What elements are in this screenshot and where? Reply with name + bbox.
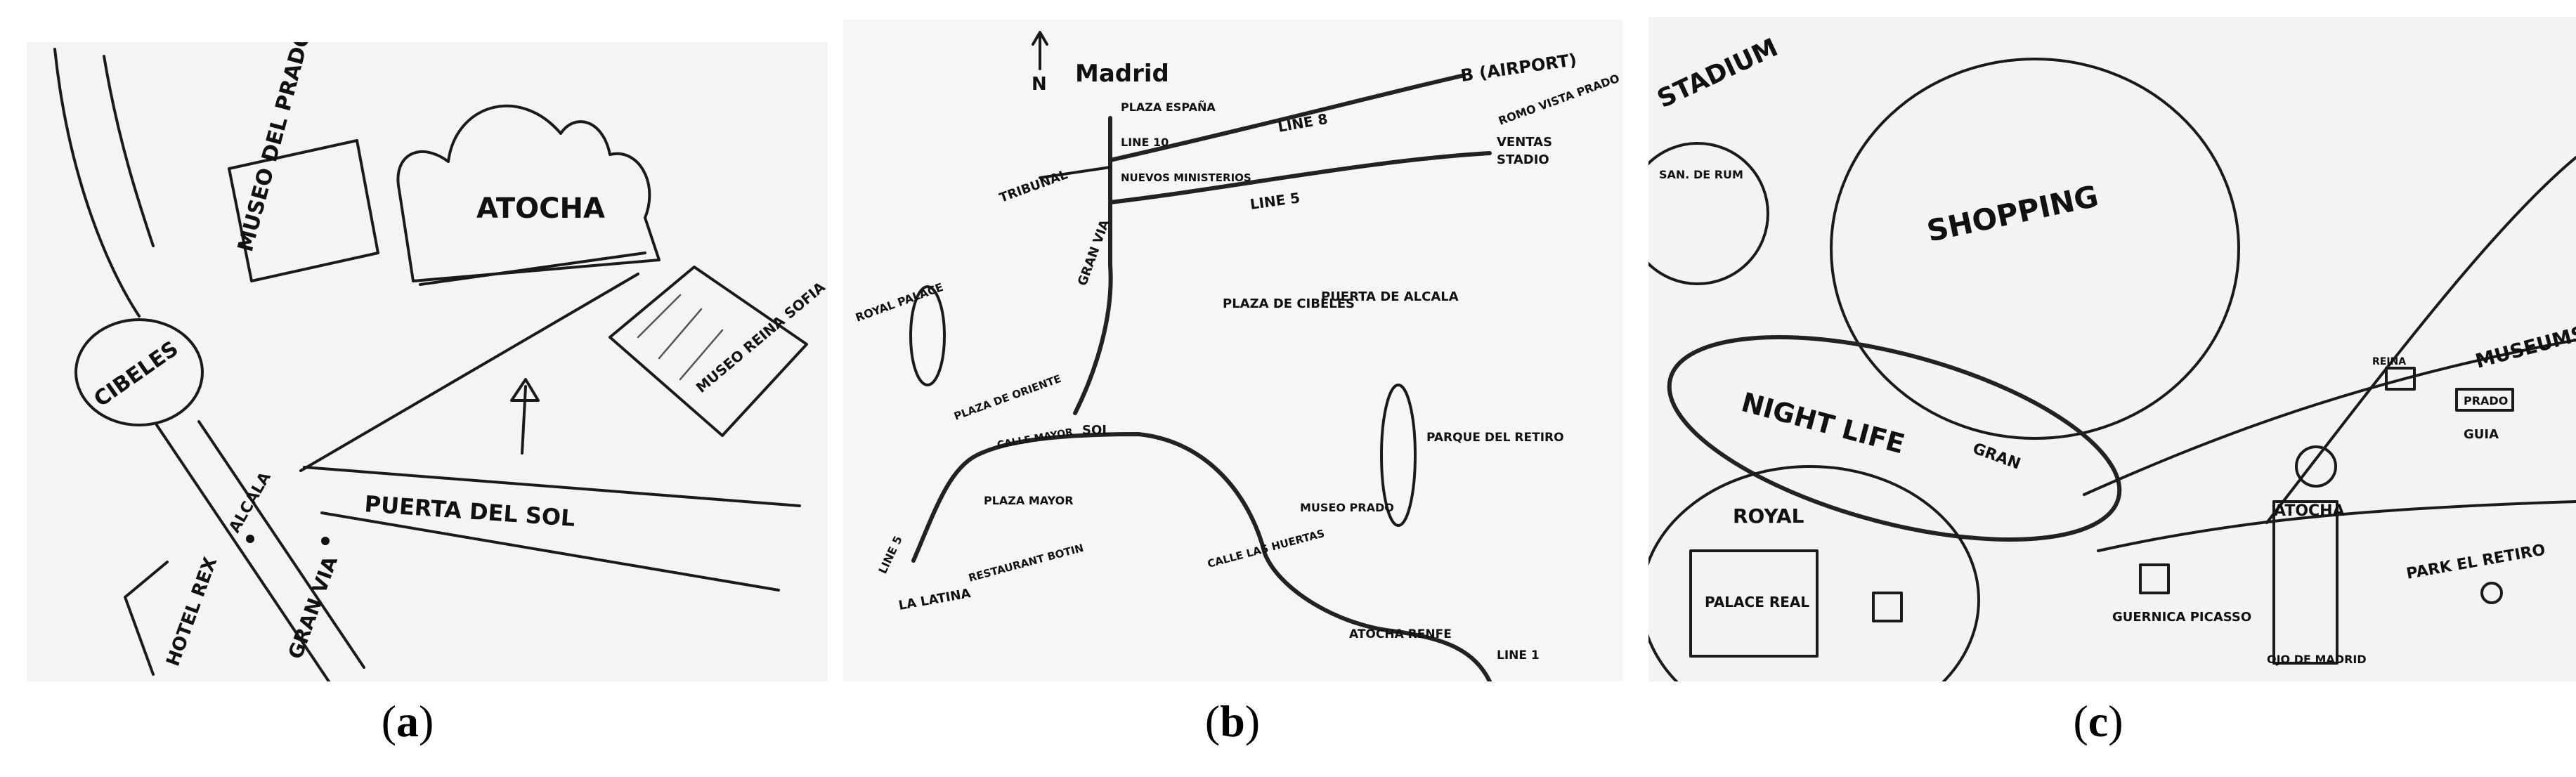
- royal-zone: [1648, 465, 1980, 681]
- reina-box: [2385, 367, 2416, 391]
- night-life-zone: [1667, 335, 2122, 542]
- atocha-base: [419, 252, 646, 286]
- plaza-mayor-label: PLAZA MAYOR: [984, 494, 1074, 507]
- prado-box: [2455, 388, 2514, 412]
- north-arrow-icon: [510, 378, 540, 455]
- sketch-map-c: STADIUM SAN. DE RUM SHOPPING NIGHT LIFE …: [1648, 17, 2576, 681]
- gran-via-road: [155, 424, 330, 681]
- alcala-label: PUERTA DE ALCALA: [1321, 289, 1459, 304]
- atocha-label: ATOCHA RENFE: [1349, 627, 1452, 641]
- hotel-rex-road: [124, 561, 169, 676]
- gran-via-dot: [321, 537, 330, 545]
- retiro-park-shape: [1380, 384, 1417, 527]
- sol-label: SOL: [1082, 423, 1110, 438]
- nuevos-label: NUEVOS MINISTERIOS: [1121, 171, 1251, 184]
- atocha-building: [396, 104, 661, 282]
- royal-palace-shape: [909, 285, 946, 386]
- atocha-label: ATOCHA: [2274, 502, 2345, 520]
- north-label: N: [1032, 74, 1047, 95]
- line-8-route: [1108, 74, 1464, 162]
- guernica-label: GUERNICA PICASSO: [2112, 610, 2251, 625]
- road-line: [103, 55, 155, 247]
- caption-c: (c): [2073, 696, 2123, 746]
- park-pond: [2480, 582, 2503, 604]
- caption-b: (b): [1204, 696, 1261, 746]
- cibeles-roundabout: [74, 318, 204, 426]
- stadium-zone: [1648, 142, 1769, 285]
- caption-a: (a): [381, 696, 434, 746]
- line-1-route: [911, 432, 1492, 681]
- line1-label: LINE 1: [1497, 648, 1540, 662]
- cibeles-label: PLAZA DE CIBELES: [1223, 296, 1355, 311]
- paper-background: [1648, 17, 2576, 681]
- road-line: [53, 48, 141, 318]
- plaza-espana-label: PLAZA ESPAÑA: [1121, 100, 1216, 114]
- reina-sofia-building: [609, 266, 808, 437]
- reina-label: REINA: [2372, 356, 2406, 367]
- museo-prado-box: [228, 139, 379, 282]
- line-10-route: [1073, 116, 1113, 415]
- stadio-label: STADIO: [1497, 152, 1549, 167]
- line-5-route: [1108, 151, 1492, 204]
- atocha-box: [2272, 500, 2338, 665]
- caption-b-letter: b: [1220, 696, 1245, 746]
- royal-label: ROYAL: [1733, 504, 1804, 528]
- sketch-map-c-svg: STADIUM SAN. DE RUM SHOPPING NIGHT LIFE …: [1648, 17, 2576, 681]
- line10-label: LINE 10: [1121, 136, 1169, 149]
- palace-box: [1689, 549, 1819, 658]
- hotel-dot: [246, 535, 254, 543]
- reina-sofia-hatch: [637, 294, 724, 381]
- guernica-icon: [2139, 563, 2170, 594]
- shopping-zone: [1830, 58, 2240, 440]
- prado-label: MUSEO PRADO: [1300, 501, 1394, 514]
- museums-road: [2265, 156, 2576, 524]
- caption-a-letter: a: [396, 696, 419, 746]
- guia-label: GUIA: [2464, 427, 2499, 442]
- bernabeu-label: SAN. DE RUM: [1659, 168, 1743, 181]
- sketch-map-a: MUSEO DEL PRADO ATOCHA MUSEO REINA SOFIA…: [27, 42, 828, 681]
- museums-road: [2097, 500, 2576, 552]
- sketch-map-b: N Madrid B (AIRPORT) LINE 8 ROMO VISTA P…: [843, 20, 1623, 681]
- museums-road: [2083, 339, 2576, 496]
- puerta-sol-road: [303, 466, 801, 507]
- caption-c-letter: c: [2088, 696, 2109, 746]
- ventas-label: VENTAS: [1497, 135, 1552, 150]
- gran-via-road: [197, 420, 365, 669]
- north-arrow-icon: [1032, 31, 1048, 70]
- sketch-map-b-svg: N Madrid B (AIRPORT) LINE 8 ROMO VISTA P…: [843, 20, 1623, 681]
- sketch-map-a-svg: MUSEO DEL PRADO ATOCHA MUSEO REINA SOFIA…: [27, 42, 828, 681]
- ojo-label: OJO DE MADRID: [2267, 653, 2367, 666]
- map-title: Madrid: [1075, 60, 1169, 88]
- puerta-sol-road: [320, 511, 780, 592]
- palace-label: PALACE REAL: [1705, 594, 1809, 610]
- retiro-label: PARQUE DEL RETIRO: [1426, 431, 1564, 445]
- atocha-roundabout: [2295, 445, 2337, 488]
- prado-label: PRADO: [2464, 394, 2508, 407]
- palace-icon: [1872, 592, 1903, 622]
- atocha-label: ATOCHA: [476, 192, 605, 225]
- diagonal-road: [299, 273, 639, 472]
- tribunal-link: [1039, 166, 1112, 179]
